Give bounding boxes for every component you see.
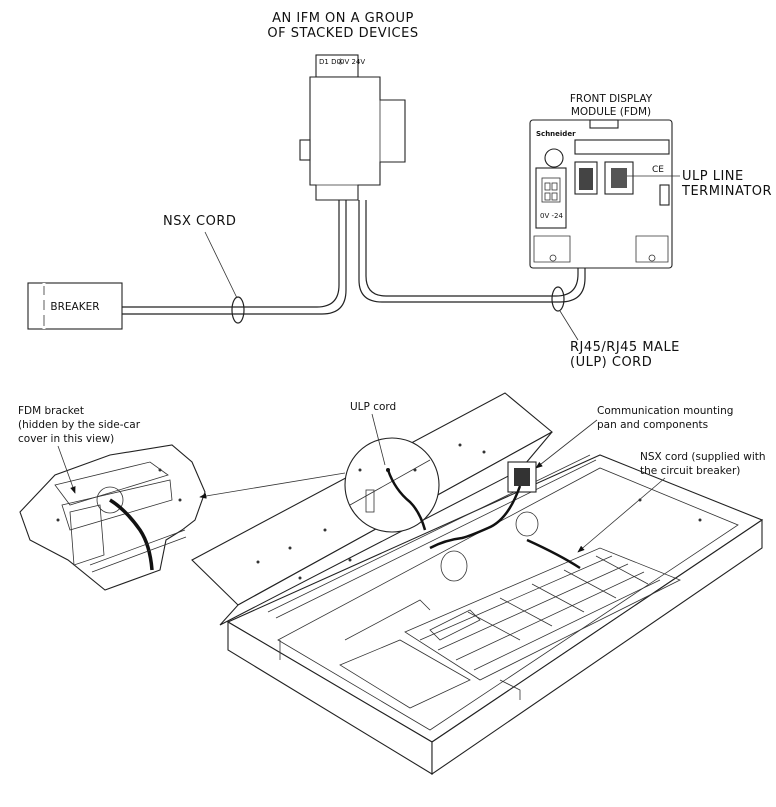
fdm-title-line1: FRONT DISPLAY <box>570 93 653 105</box>
fdm-bracket-inset <box>19 444 206 591</box>
breaker-label: BREAKER <box>50 301 99 313</box>
breaker-box: BREAKER <box>27 282 123 330</box>
ulp-terminator-label-line1: ULP LINE <box>682 169 744 184</box>
ce-mark: CE <box>652 165 664 175</box>
ground-icon: ⏚ <box>337 58 344 66</box>
fdm-bracket-label-line1: FDM bracket <box>18 405 84 417</box>
comm-pan-label-line2: pan and components <box>597 419 708 431</box>
rj45-cord-wire <box>358 195 586 312</box>
fdm-title-line2: MODULE (FDM) <box>571 106 651 118</box>
breaker-rows <box>404 547 681 700</box>
nsx-cord-bottom-label-line2: the circuit breaker) <box>640 465 740 477</box>
nsx-cord-wire <box>122 200 347 324</box>
ifm-title-line2: OF STACKED DEVICES <box>267 26 418 41</box>
wiring-schematic: AN IFM ON A GROUP OF STACKED DEVICES D1 … <box>27 11 772 370</box>
lid-holes <box>256 443 702 580</box>
fdm-brand: Schneider <box>536 130 576 138</box>
ifm-module: D1 D0 0V 24V ⏚ <box>299 54 406 201</box>
fdm-power-label: 0V -24 <box>540 212 563 220</box>
ifm-title-line1: AN IFM ON A GROUP <box>272 11 414 26</box>
fdm-module: Schneider 0V -24 CE <box>529 119 673 269</box>
rj45-cord-label-line1: RJ45/RJ45 MALE <box>570 340 680 355</box>
comm-pan-label-line1: Communication mounting <box>597 405 733 417</box>
fdm-bracket-label-line3: cover in this view) <box>18 433 114 445</box>
ulp-terminator-label-line2: TERMINATOR <box>681 184 772 199</box>
nsx-cord-label: NSX CORD <box>163 214 236 229</box>
nsx-cord-bottom-label-line1: NSX cord (supplied with <box>640 451 766 463</box>
magnifier-circle <box>344 437 440 533</box>
ulp-cord-label: ULP cord <box>350 401 396 413</box>
ifm-terminal-right: 0V 24V <box>340 58 365 66</box>
fdm-bracket-label-line2: (hidden by the side-car <box>18 419 141 431</box>
enclosure-illustration: FDM bracket (hidden by the side-car cove… <box>18 392 766 776</box>
rj45-cord-label-line2: (ULP) CORD <box>570 355 652 370</box>
ifm-terminal-left: D1 D0 <box>319 58 341 66</box>
